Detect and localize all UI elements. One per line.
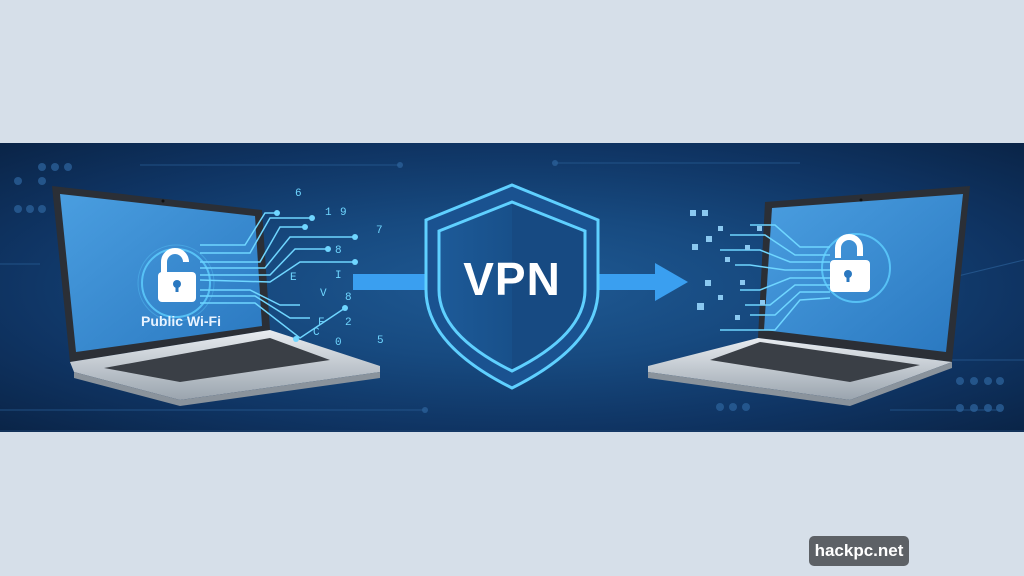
svg-text:V: V bbox=[320, 288, 327, 300]
right-padlock bbox=[821, 233, 891, 303]
svg-text:E: E bbox=[290, 272, 297, 284]
svg-text:9: 9 bbox=[340, 207, 347, 219]
public-wifi-label: Public Wi-Fi bbox=[141, 313, 221, 329]
right-data-blocks bbox=[690, 210, 765, 320]
svg-text:I: I bbox=[335, 270, 342, 282]
svg-text:1: 1 bbox=[325, 207, 332, 219]
right-laptop bbox=[648, 186, 970, 406]
vpn-label: VPN bbox=[463, 253, 561, 305]
arrow-left-segment bbox=[353, 274, 439, 290]
right-data-traces bbox=[720, 224, 831, 331]
left-data-traces bbox=[199, 212, 355, 339]
svg-text:7: 7 bbox=[376, 225, 383, 237]
svg-text:5: 5 bbox=[377, 335, 384, 347]
svg-text:8: 8 bbox=[335, 245, 342, 257]
vpn-shield bbox=[424, 183, 600, 390]
svg-text:2: 2 bbox=[345, 317, 352, 329]
circuit-dots bbox=[14, 160, 1004, 413]
svg-text:8: 8 bbox=[345, 292, 352, 304]
svg-text:C: C bbox=[313, 327, 320, 339]
svg-text:0: 0 bbox=[335, 337, 342, 349]
svg-text:F: F bbox=[318, 317, 325, 329]
left-trace-dots bbox=[274, 210, 358, 342]
svg-text:6: 6 bbox=[295, 188, 302, 200]
arrow-head bbox=[655, 263, 688, 301]
left-padlock bbox=[137, 244, 215, 322]
arrow-right-segment bbox=[588, 274, 658, 290]
watermark-badge: hackpc.net bbox=[809, 536, 909, 566]
